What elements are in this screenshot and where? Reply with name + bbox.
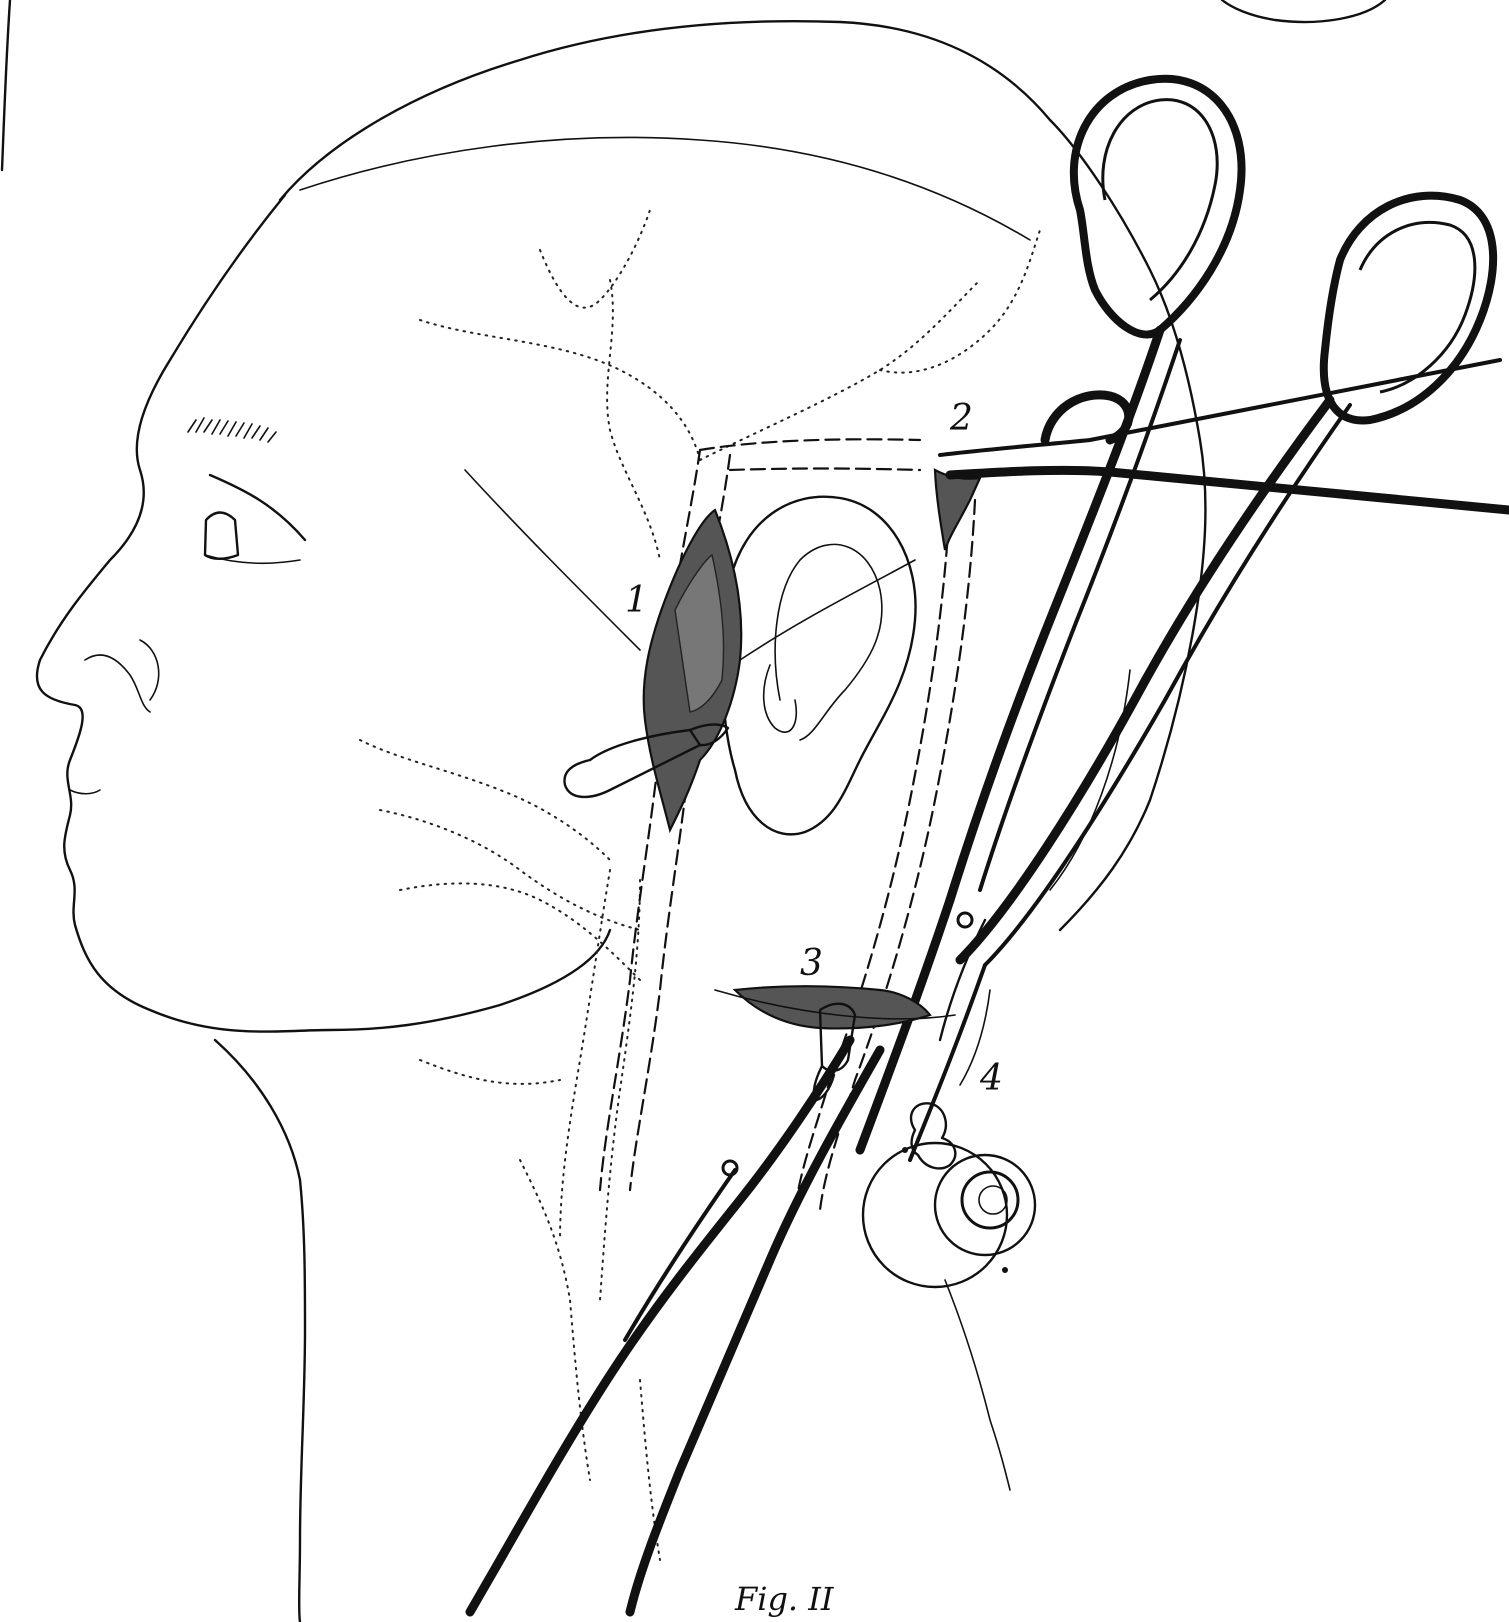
label-1: 1 bbox=[625, 580, 648, 621]
left-edge-line bbox=[2, 0, 10, 170]
forceps-upper-jaw-b bbox=[950, 470, 1509, 510]
clamp-pivot bbox=[958, 913, 972, 927]
electrode-ring-inner bbox=[962, 1172, 1018, 1228]
vessel-upper-branch bbox=[540, 210, 650, 308]
figure-caption: Fig. II bbox=[734, 1580, 835, 1618]
electrode-ring bbox=[935, 1155, 1035, 1255]
eye-outline bbox=[205, 513, 238, 559]
vessel-facial-a bbox=[360, 740, 610, 860]
forceps-upper-jaw-a bbox=[940, 360, 1500, 455]
dissector-inner-a bbox=[625, 1170, 735, 1340]
vessel-temporal bbox=[607, 280, 660, 560]
nostril bbox=[85, 655, 150, 712]
incision-3-wound bbox=[735, 986, 930, 1028]
eyebrow-hatch bbox=[188, 418, 276, 442]
incision-1-thread bbox=[465, 470, 640, 650]
nose-wing bbox=[140, 640, 159, 700]
incision-2-wound bbox=[935, 470, 980, 550]
vessel-parietal-branch bbox=[700, 280, 980, 460]
hair-inner-line bbox=[300, 137, 1030, 240]
electrode-ring-core bbox=[979, 1186, 1007, 1214]
clamp-ring-left bbox=[1074, 79, 1242, 335]
vessel-facial-b bbox=[380, 810, 640, 930]
lip-line bbox=[70, 790, 100, 794]
label-2: 2 bbox=[949, 398, 973, 439]
label-4: 4 bbox=[979, 1058, 1003, 1099]
eyelid bbox=[210, 475, 305, 540]
incision-1-thread-b bbox=[740, 560, 915, 660]
vessel-neck-a bbox=[420, 1060, 560, 1084]
dissector-pivot bbox=[723, 1161, 737, 1175]
corner-arc bbox=[1222, 0, 1385, 22]
track-dashed-top-a bbox=[700, 439, 920, 450]
track-dashed-top-b bbox=[730, 469, 920, 471]
vessel-facial-c bbox=[400, 883, 640, 980]
shoulder-line bbox=[945, 1280, 1010, 1490]
vessel-frontal-branch bbox=[420, 320, 700, 460]
dissector-blade-b bbox=[630, 1050, 880, 1612]
face-profile bbox=[37, 195, 610, 1032]
neck-front-line bbox=[215, 1040, 305, 1622]
vessel-jugular-a bbox=[560, 870, 610, 1240]
clamp-shaft-left-b bbox=[980, 340, 1180, 890]
ear-inner bbox=[775, 544, 882, 740]
electrode-screw-b bbox=[1002, 1267, 1008, 1273]
label-3: 3 bbox=[800, 943, 823, 984]
clamp-shaft-right bbox=[960, 400, 1330, 960]
eye-lower bbox=[205, 555, 300, 563]
clamp-ring-left-inner bbox=[1103, 100, 1217, 300]
electrode-screw-a bbox=[902, 1147, 908, 1153]
forceps-upper-loop bbox=[1045, 395, 1129, 440]
